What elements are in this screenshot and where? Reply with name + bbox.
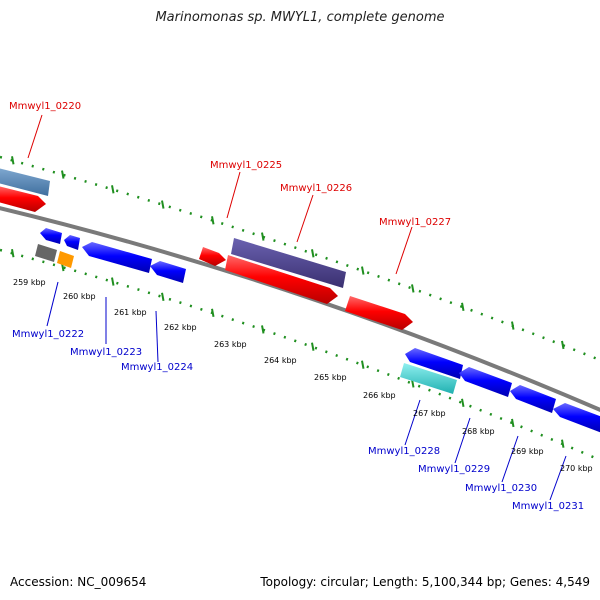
gene-label-mmwyl1-0222[interactable]: Mmwyl1_0222 — [12, 329, 84, 340]
gene-reverse-edge[interactable] — [553, 403, 600, 433]
inner-major-tick — [261, 325, 265, 334]
scale-label-262: 262 kbp — [164, 323, 197, 332]
gene-reverse-mmwyl1-0228-cyan[interactable] — [400, 363, 457, 394]
gene-reverse-mmwyl1-0223[interactable] — [82, 242, 152, 273]
gene-label-mmwyl1-0220[interactable]: Mmwyl1_0220 — [9, 101, 81, 112]
outer-major-tick — [311, 249, 315, 258]
outer-major-tick — [261, 232, 265, 241]
outer-tick-track — [0, 155, 600, 362]
scale-label-263: 263 kbp — [214, 340, 247, 349]
scale-label-267: 267 kbp — [413, 409, 446, 418]
gene-reverse-mmwyl1-0230[interactable] — [459, 367, 512, 397]
scale-label-261: 261 kbp — [114, 308, 147, 317]
scale-label-270: 270 kbp — [560, 464, 593, 473]
gene-label-mmwyl1-0224[interactable]: Mmwyl1_0224 — [121, 362, 193, 373]
map-title: Marinomonas sp. MWYL1, complete genome — [155, 10, 445, 25]
scale-label-269: 269 kbp — [511, 447, 544, 456]
inner-major-tick — [311, 342, 315, 351]
gene-label-mmwyl1-0226[interactable]: Mmwyl1_0226 — [280, 183, 352, 194]
outer-major-tick — [161, 200, 165, 209]
inner-major-tick — [561, 439, 565, 448]
scale-label-265: 265 kbp — [314, 373, 347, 382]
gene-reverse-mmwyl1-0224[interactable] — [150, 261, 186, 283]
inner-major-tick — [11, 249, 15, 258]
gene-label-mmwyl1-0227[interactable]: Mmwyl1_0227 — [379, 217, 451, 228]
outer-major-tick — [61, 170, 65, 179]
gene-reverse-mmwyl1-0229[interactable] — [405, 348, 463, 379]
gene-reverse-small-2[interactable] — [64, 235, 80, 250]
outer-major-tick — [111, 185, 115, 194]
inner-major-tick — [111, 277, 115, 286]
genome-backbone — [0, 206, 600, 413]
inner-major-tick — [361, 360, 365, 369]
genome-summary-text: Topology: circular; Length: 5,100,344 bp… — [260, 575, 590, 589]
accession-text: Accession: NC_009654 — [10, 575, 147, 589]
inner-major-tick — [511, 418, 515, 428]
gene-label-mmwyl1-0230[interactable]: Mmwyl1_0230 — [465, 483, 537, 494]
major-ticks — [11, 156, 565, 448]
gene-label-mmwyl1-0225[interactable]: Mmwyl1_0225 — [210, 160, 282, 171]
gene-mmwyl1-0227-arrow[interactable] — [345, 296, 413, 330]
outer-major-tick — [461, 302, 465, 311]
gene-label-mmwyl1-0231[interactable]: Mmwyl1_0231 — [512, 501, 584, 512]
inner-major-tick — [211, 308, 215, 317]
outer-major-tick — [561, 340, 565, 350]
gene-mmwyl1-0225-feature[interactable] — [231, 238, 346, 288]
gene-label-mmwyl1-0229[interactable]: Mmwyl1_0229 — [418, 464, 490, 475]
gene-mmwyl1-0220-arrow[interactable] — [0, 186, 46, 212]
gene-mmwyl1-0222-orange[interactable] — [57, 251, 74, 268]
gene-reverse-small-1[interactable] — [40, 228, 62, 244]
gene-mmwyl1-0220-box[interactable] — [0, 168, 50, 196]
outer-major-tick — [211, 216, 215, 225]
gene-mmwyl1-0226-arrow[interactable] — [225, 255, 338, 304]
scale-label-259: 259 kbp — [13, 278, 46, 287]
scale-label-264: 264 kbp — [264, 356, 297, 365]
outer-major-tick — [361, 266, 365, 275]
scale-label-260: 260 kbp — [63, 292, 96, 301]
inner-major-tick — [461, 398, 465, 408]
outer-major-tick — [511, 321, 515, 330]
gene-reverse-mmwyl1-0231[interactable] — [510, 385, 556, 413]
gene-reverse-mmwyl1-0222[interactable] — [35, 244, 57, 262]
gene-small-forward[interactable] — [199, 247, 226, 266]
outer-major-tick — [411, 284, 415, 293]
scale-label-268: 268 kbp — [462, 427, 495, 436]
gene-label-mmwyl1-0228[interactable]: Mmwyl1_0228 — [368, 446, 440, 457]
outer-major-tick — [11, 156, 15, 165]
scale-label-266: 266 kbp — [363, 391, 396, 400]
inner-major-tick — [161, 292, 165, 302]
label-leaders — [27, 114, 567, 501]
gene-label-mmwyl1-0223[interactable]: Mmwyl1_0223 — [70, 347, 142, 358]
